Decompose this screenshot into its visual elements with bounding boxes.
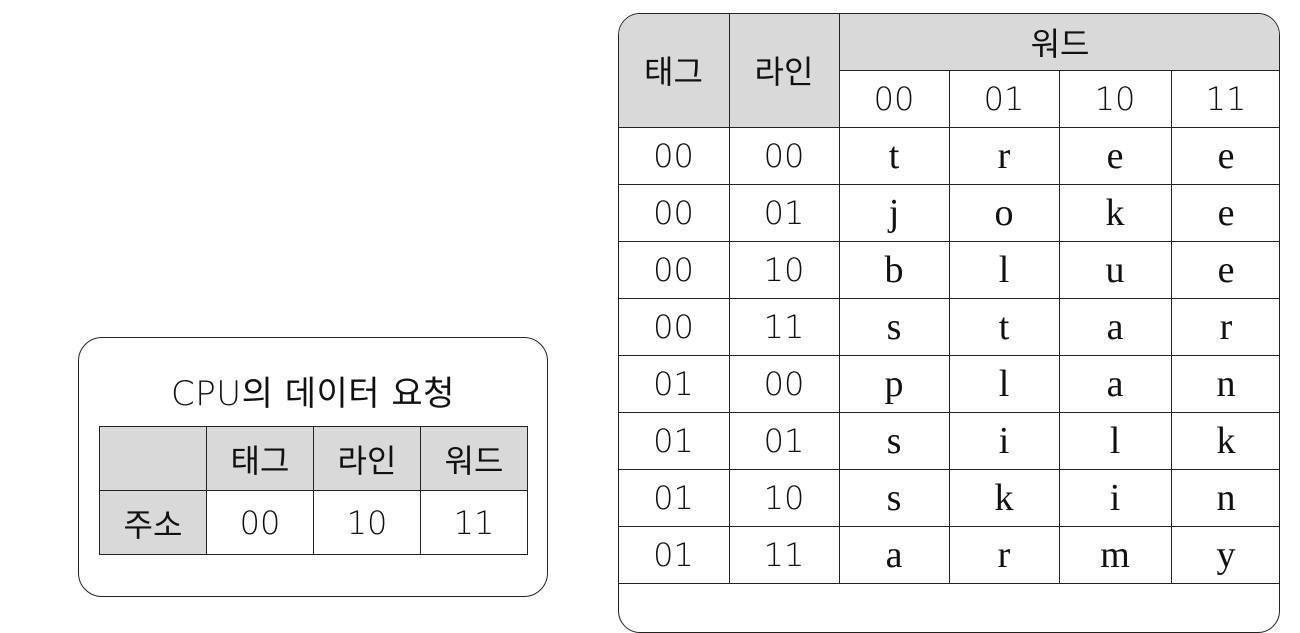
cache-line-cell: 01	[728, 411, 840, 470]
cache-tag-cell: 00	[619, 297, 730, 356]
cpu-request-title: CPU의 데이터 요청	[171, 374, 455, 414]
cache-word-cell: m	[1058, 525, 1172, 584]
cache-word-cell: n	[1170, 468, 1279, 527]
cache-word-offset: 10	[1058, 69, 1172, 128]
cache-word-cell: a	[1058, 297, 1172, 356]
cache-word-cell: a	[838, 525, 950, 584]
cache-word-cell: l	[948, 240, 1060, 299]
cache-line-cell: 00	[728, 354, 840, 413]
cpu-request-corner-cell	[99, 426, 207, 491]
cpu-request-header-row: 태그 라인 워드	[99, 426, 528, 491]
cache-word-cell: k	[1058, 183, 1172, 242]
cache-word-cell: p	[838, 354, 950, 413]
cache-word-cell: j	[838, 183, 950, 242]
cache-line-cell: 01	[728, 183, 840, 242]
cpu-address-line: 10	[313, 490, 421, 555]
cache-word-cell: t	[838, 126, 950, 185]
cache-word-cell: l	[1058, 411, 1172, 470]
cache-word-cell: a	[1058, 354, 1172, 413]
cache-word-cell: s	[838, 411, 950, 470]
cache-word-offset: 00	[838, 69, 950, 128]
cache-word-cell: k	[1170, 411, 1279, 470]
cache-word-cell: u	[1058, 240, 1172, 299]
cpu-header-line: 라인	[313, 426, 421, 491]
cache-tag-cell: 01	[619, 468, 730, 527]
cache-header-word: 워드	[838, 14, 1279, 71]
cache-word-cell: l	[948, 354, 1060, 413]
cpu-request-box: CPU의 데이터 요청 태그 라인 워드 주소 00 10 11	[78, 337, 548, 597]
cache-word-cell: r	[948, 525, 1060, 584]
cache-word-cell: e	[1170, 183, 1279, 242]
cache-line-cell: 11	[728, 525, 840, 584]
cache-word-cell: y	[1170, 525, 1279, 584]
cpu-request-address-row: 주소 00 10 11	[99, 490, 528, 555]
cache-word-cell: i	[1058, 468, 1172, 527]
cache-word-cell: n	[1170, 354, 1279, 413]
cache-word-cell: o	[948, 183, 1060, 242]
cache-word-cell: s	[838, 297, 950, 356]
cache-tag-cell: 00	[619, 126, 730, 185]
cache-word-cell: i	[948, 411, 1060, 470]
cache-tag-cell: 01	[619, 354, 730, 413]
cache-line-cell: 10	[728, 240, 840, 299]
cache-word-cell: e	[1170, 240, 1279, 299]
cache-word-cell: b	[838, 240, 950, 299]
cache-line-cell: 10	[728, 468, 840, 527]
cache-word-cell: s	[838, 468, 950, 527]
cache-line-cell: 11	[728, 297, 840, 356]
cache-header-row-2: 00 01 10 11	[619, 69, 1279, 128]
cache-word-offset: 11	[1170, 69, 1279, 128]
cpu-address-word: 11	[420, 490, 528, 555]
cache-word-cell: t	[948, 297, 1060, 356]
cache-header-row-1: 태그 라인 워드	[619, 14, 1279, 128]
cache-tag-cell: 01	[619, 411, 730, 470]
cache-word-offset: 01	[948, 69, 1060, 128]
cache-word-cell: e	[1058, 126, 1172, 185]
cache-tag-cell: 00	[619, 183, 730, 242]
cpu-request-table: 태그 라인 워드 주소 00 10 11	[99, 426, 528, 555]
cpu-header-tag: 태그	[206, 426, 314, 491]
cache-tag-cell: 01	[619, 525, 730, 584]
cache-tag-cell: 00	[619, 240, 730, 299]
cache-header-line: 라인	[728, 14, 840, 128]
cache-word-cell: e	[1170, 126, 1279, 185]
cache-header-tag: 태그	[619, 14, 730, 128]
cpu-address-tag: 00	[206, 490, 314, 555]
cache-word-cell: r	[948, 126, 1060, 185]
cpu-header-word: 워드	[420, 426, 528, 491]
cache-line-cell: 00	[728, 126, 840, 185]
cpu-address-label: 주소	[99, 490, 207, 555]
cache-word-cell: r	[1170, 297, 1279, 356]
cache-word-cell: k	[948, 468, 1060, 527]
